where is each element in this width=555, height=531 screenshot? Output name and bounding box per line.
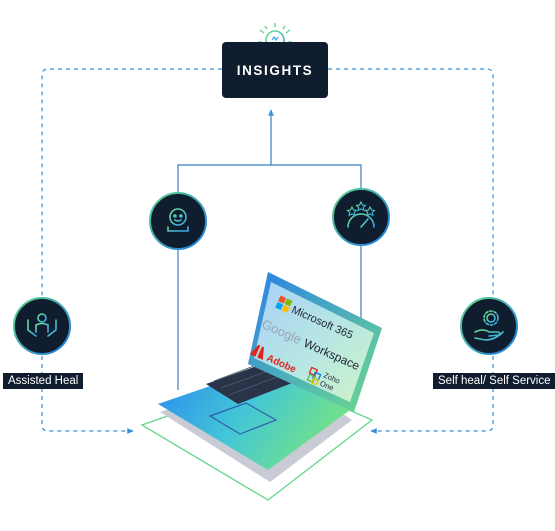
dashed-connector-left [41, 68, 222, 434]
microsoft-logo-icon [275, 295, 293, 313]
node-assisted-heal [13, 297, 71, 355]
support-person-icon [27, 313, 57, 339]
insights-box: INSIGHTS [222, 42, 328, 98]
laptop: Microsoft 365 Google Workspace Adobe Zoh… [140, 272, 382, 501]
dashed-connector-right [328, 68, 494, 434]
adobe-logo-icon [249, 344, 264, 360]
zoho-logo-icon [306, 366, 322, 386]
solid-connector [177, 109, 362, 390]
rating-gauge-icon [346, 200, 376, 228]
trackpad [208, 402, 278, 435]
node-self-heal [460, 297, 518, 355]
node-satisfaction [332, 188, 390, 246]
hand-gear-icon [474, 310, 504, 341]
insights-label: INSIGHTS [236, 62, 314, 78]
bot-laptop-icon [163, 208, 193, 234]
node-chatbot [149, 192, 207, 250]
self-heal-label: Self heal/ Self Service [433, 373, 555, 389]
laptop-screen [254, 282, 374, 402]
assisted-heal-label: Assisted Heal [3, 373, 84, 389]
